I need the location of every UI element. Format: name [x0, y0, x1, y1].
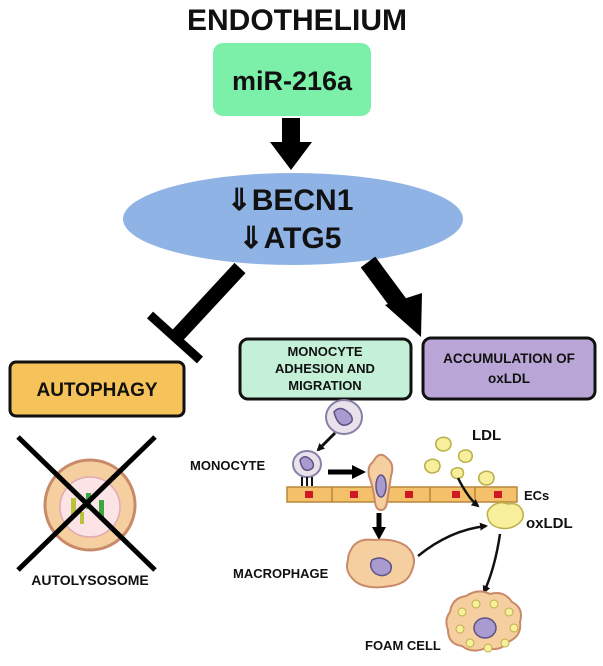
monocyte-arrow-1 — [316, 431, 337, 452]
oxldl-label: oxLDL — [526, 515, 573, 532]
oxldl-box-line2: oxLDL — [488, 371, 530, 386]
foam-cell — [445, 590, 522, 653]
macrophage-arrow — [372, 513, 386, 540]
transmigrating-monocyte — [367, 453, 394, 512]
oxldl-to-foam-arrow — [482, 533, 502, 594]
x-cross-icon — [16, 435, 157, 572]
mirna-label: miR-216a — [232, 66, 353, 96]
monocyte-box-line1: MONOCYTE — [287, 344, 362, 359]
autophagy-label: AUTOPHAGY — [36, 380, 157, 401]
targets-ellipse — [123, 173, 463, 265]
monocyte-box — [238, 337, 413, 401]
ldl-label: LDL — [472, 427, 501, 444]
mirna-box — [213, 43, 371, 116]
free-monocyte — [325, 399, 363, 435]
title: ENDOTHELIUM — [187, 4, 407, 37]
macrophage — [346, 538, 415, 589]
monocyte-box-line2: ADHESION AND — [275, 361, 375, 376]
macrophage-label: MACROPHAGE — [233, 566, 329, 581]
inhibition-line — [146, 262, 246, 364]
foam-cell-label: FOAM CELL — [365, 638, 441, 653]
activation-arrow — [360, 256, 422, 337]
oxldl-box — [421, 336, 597, 401]
oxldl-particle — [486, 501, 525, 530]
migration-arrow — [328, 465, 366, 479]
autophagy-box — [8, 360, 186, 418]
monocyte-box-line3: MIGRATION — [288, 378, 361, 393]
down-arrow — [270, 118, 312, 170]
ldl-particles — [423, 436, 495, 486]
autolysosome-label: AUTOLYSOSOME — [31, 572, 148, 588]
endothelial-layer — [286, 486, 518, 503]
becn1-label: ⇓BECN1 — [227, 184, 354, 217]
ldl-to-oxldl-arrow — [456, 477, 480, 508]
monocyte-label: MONOCYTE — [190, 458, 265, 473]
oxldl-box-line1: ACCUMULATION OF — [443, 351, 575, 366]
ecs-label: ECs — [524, 488, 549, 503]
adhering-monocyte — [292, 450, 322, 486]
atg5-label: ⇓ATG5 — [239, 222, 342, 255]
macrophage-to-oxldl-arrow — [417, 522, 488, 557]
